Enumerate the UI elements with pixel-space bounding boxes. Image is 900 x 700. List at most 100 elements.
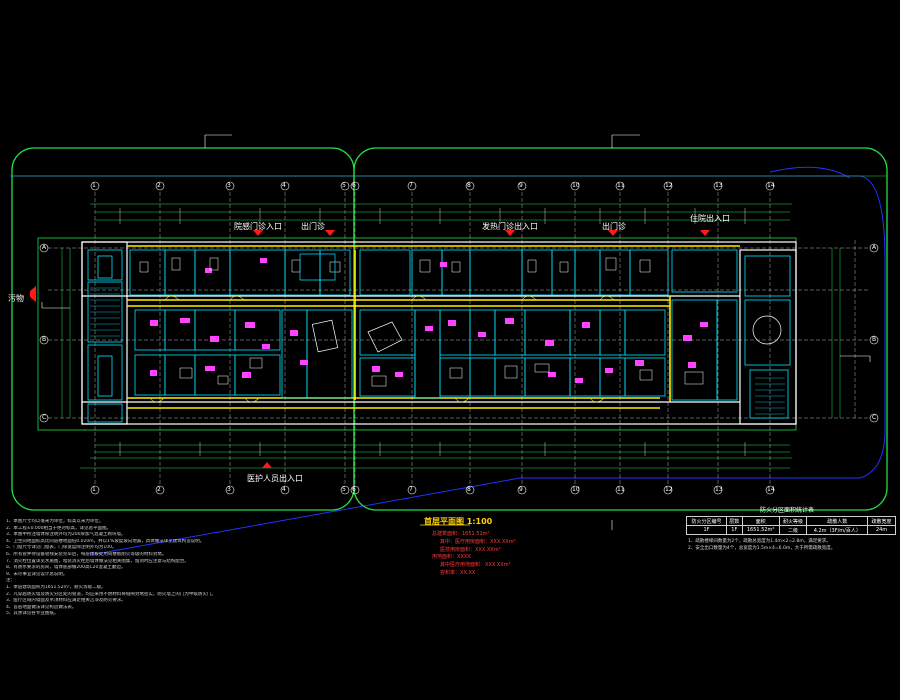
axis-label: 5 <box>342 486 346 493</box>
stat-line: 医技用房面积：XXX.XXm² <box>440 547 501 553</box>
entrance-label-6: 医护人员出入口 <box>247 474 303 483</box>
table-cell: 1F <box>725 525 743 535</box>
stair-hatch <box>90 287 785 415</box>
axis-label: 10 <box>572 486 580 493</box>
room-partitions <box>87 249 791 423</box>
axis-label: B <box>872 336 877 343</box>
leader-tags <box>204 134 640 530</box>
entrance-label-7: 污物 <box>8 294 24 303</box>
site-boundary <box>11 147 888 511</box>
axis-label: 6 <box>352 486 356 493</box>
note-line: 2、凡穿越防火墙及防火分区处的管道，均应采用不燃材料将缝隙封堵密实，防火墙上的门… <box>6 591 216 597</box>
note-line: 7、消火栓位置详见水施图，暗装消火栓后墙体做法见相关图集，留洞时应注意与结构配合… <box>6 558 189 564</box>
table-cell: 1651.52m² <box>741 525 780 535</box>
equipment-blocks <box>150 258 708 383</box>
table-cell: 二级 <box>778 525 808 535</box>
entrance-label-5: 住院出入口 <box>690 214 730 223</box>
stat-line: 总建筑面积：1651.52m² <box>432 531 490 537</box>
axis-label: 6 <box>352 182 356 189</box>
table-note: 2、安全出口数量为4个，总宽度为1.5m×4=6.0m，大于所需疏散宽度。 <box>688 546 836 551</box>
axis-label: 2 <box>157 486 161 493</box>
section-marks <box>41 302 871 362</box>
dimension-ticks <box>119 208 746 456</box>
note-line: 5、门窗尺寸详见门窗表，门垛宽度除注明外均为100。 <box>6 545 117 551</box>
table-header-cell: 疏散宽度 <box>867 516 896 526</box>
axis-label: B <box>42 336 47 343</box>
axis-label: 14 <box>767 486 775 493</box>
road-line <box>10 166 886 556</box>
axis-label: 5 <box>342 182 346 189</box>
table-row: 1F 1F 1651.52m² 二级 4.2m（3F/m/百人） 24m <box>686 525 896 535</box>
general-notes: 1、本图尺寸均以毫米为单位，标高以米为单位。 2、本工程±0.000相当于绝对标… <box>6 519 366 618</box>
spiral-stair <box>752 315 782 345</box>
axis-label: 2 <box>157 182 161 189</box>
table-header-cell: 疏散人数 <box>806 516 869 526</box>
axis-label: 13 <box>715 486 723 493</box>
door-swings <box>149 295 615 403</box>
table-note: 1、疏散楼梯间数量为2个，疏散总宽度为1.4m×2=2.8m，满足要求。 <box>688 539 831 544</box>
note-line: 4、卫生间地面标高比同层楼地面低0.020m，并以1%坡度坡向地漏，具体做法详见… <box>6 538 205 544</box>
corridor-lines <box>127 245 740 409</box>
axis-label: 8 <box>467 182 471 189</box>
stat-line: 用地面积：XXXX <box>432 554 471 560</box>
axis-label: 3 <box>227 182 231 189</box>
grid-lines <box>48 192 870 484</box>
axis-label: 1 <box>92 182 96 189</box>
note-line: 3、本图中所注墙体除注明外均为200厚加气混凝土砌块墙。 <box>6 532 126 538</box>
note-line: 1、本图尺寸均以毫米为单位，标高以米为单位。 <box>6 519 104 524</box>
note-line: 4、首层地面做法详见构造做法表。 <box>6 604 77 610</box>
imaging-equipment <box>299 253 403 353</box>
axis-label: A <box>42 244 47 251</box>
note-line: 9、未尽事宜详见设计总说明。 <box>6 571 68 577</box>
entrance-markers <box>30 230 710 468</box>
note-line: 6、所有管井待设备管线安装完毕后，每层楼板处用同楼板耐火等级的材料封堵。 <box>6 551 167 557</box>
entrance-label-3: 发热门诊出入口 <box>482 222 538 231</box>
axis-label: C <box>872 414 877 421</box>
axis-label: 11 <box>617 486 625 493</box>
table-header-cell: 耐火等级 <box>778 516 808 526</box>
note-line: 2、本工程±0.000相当于绝对标高，详见总平面图。 <box>6 525 112 531</box>
axis-label: 1 <box>92 486 96 493</box>
note-line: 8、有防水要求的房间，墙体底部做200高C20混凝土翻边。 <box>6 565 126 571</box>
axis-label: 7 <box>409 486 413 493</box>
axis-label: 9 <box>519 486 523 493</box>
note-line: 注： <box>6 578 15 584</box>
axis-label: 9 <box>519 182 523 189</box>
fire-compartment-table: 防火分区编号 层数 面积 耐火等级 疏散人数 疏散宽度 1F 1F 1651.5… <box>686 516 896 535</box>
axis-label: 11 <box>617 182 625 189</box>
axis-label: 3 <box>227 486 231 493</box>
entrance-label-1: 院感门诊入口 <box>234 222 282 231</box>
note-line: 5、其余详见各专业图纸。 <box>6 611 59 617</box>
stat-line: 其中：医疗用房面积：XXX.XXm² <box>440 539 516 545</box>
note-line: 3、医疗区域内墙面及吊顶材料应满足相关洁净及防火要求。 <box>6 598 126 604</box>
table-header-cell: 面积 <box>741 516 780 526</box>
building-walls <box>81 241 797 425</box>
stat-line: 其中医疗用地面积：XXX.XXm² <box>440 562 511 568</box>
table-header-cell: 防火分区编号 <box>686 516 727 526</box>
fire-table-title: 防火分区面积统计表 <box>760 507 815 514</box>
dimension-lines <box>61 211 841 453</box>
axis-label: 7 <box>409 182 413 189</box>
table-header-cell: 层数 <box>725 516 743 526</box>
axis-label: 4 <box>282 182 286 189</box>
axis-label: 13 <box>715 182 723 189</box>
fixtures <box>139 257 704 387</box>
note-line: 1、本层建筑面积为1651.52m²，耐火等级二级。 <box>6 584 106 590</box>
entrance-label-2: 出门诊 <box>301 222 325 231</box>
entrance-label-4: 出门诊 <box>602 222 626 231</box>
axis-label: 10 <box>572 182 580 189</box>
axis-bubbles <box>39 181 879 495</box>
axis-label: C <box>42 414 47 421</box>
axis-label: 14 <box>767 182 775 189</box>
axis-label: A <box>872 244 877 251</box>
table-cell: 4.2m（3F/m/百人） <box>806 525 869 535</box>
table-header-row: 防火分区编号 层数 面积 耐火等级 疏散人数 疏散宽度 <box>686 516 896 526</box>
drawing-title: 首层平面图 1:100 <box>424 517 493 526</box>
axis-label: 12 <box>665 182 673 189</box>
table-cell: 24m <box>867 525 896 535</box>
stat-line: 容积率：XX.XX <box>440 570 476 576</box>
table-cell: 1F <box>686 525 727 535</box>
axis-label: 4 <box>282 486 286 493</box>
axis-label: 12 <box>665 486 673 493</box>
